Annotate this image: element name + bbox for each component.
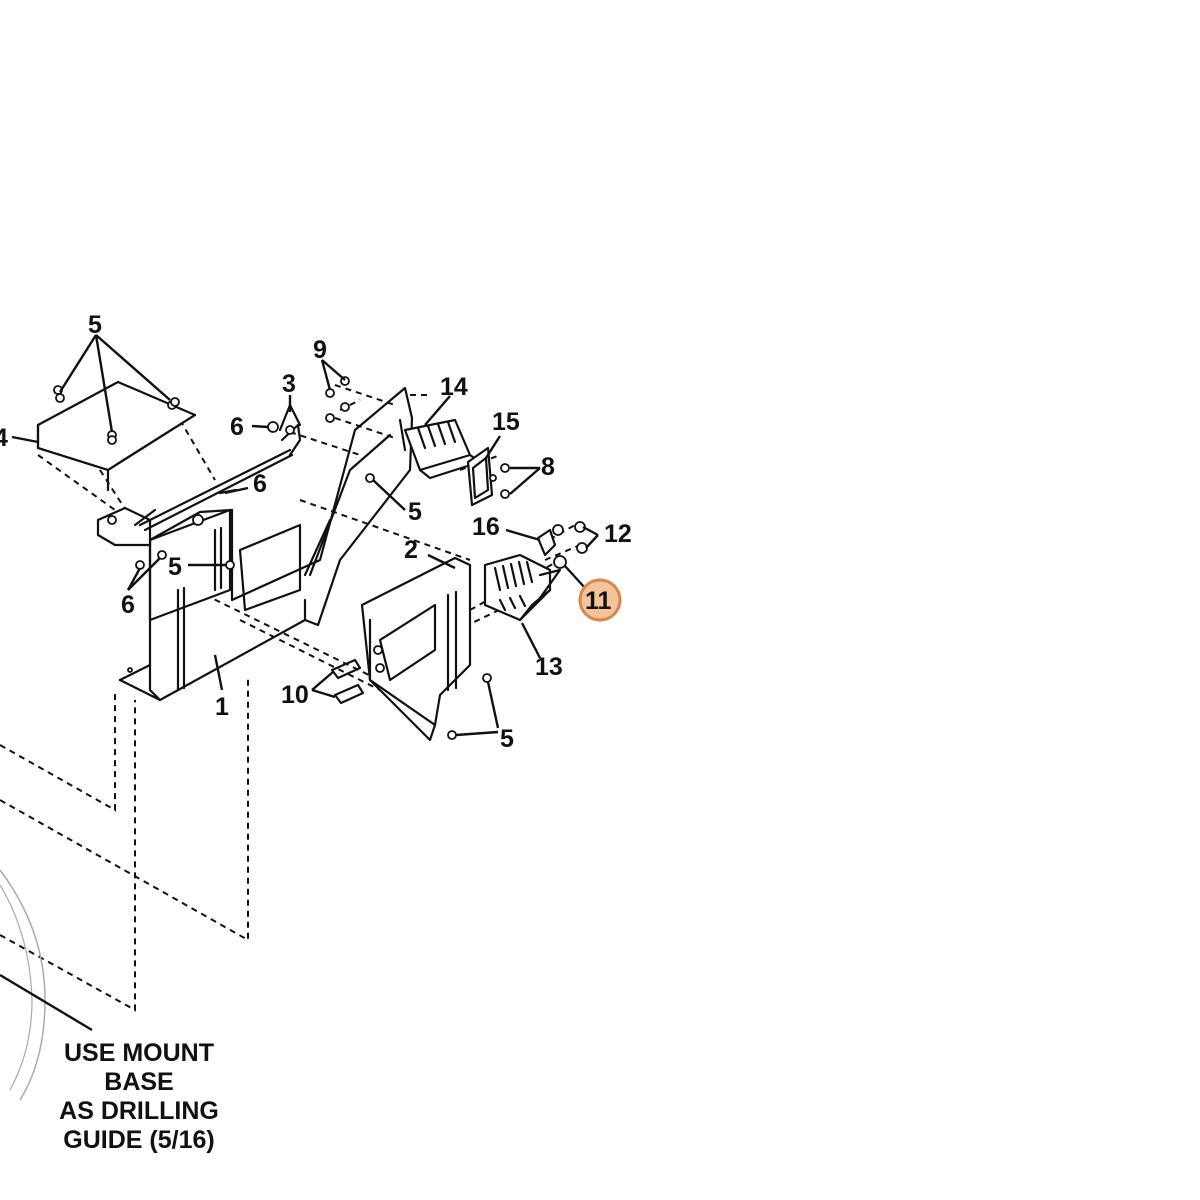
drilling-note: USE MOUNT BASE AS DRILLING GUIDE (5/16) bbox=[59, 1039, 219, 1154]
callout-6-bottom: 6 bbox=[121, 591, 135, 619]
callout-5-top: 5 bbox=[88, 311, 102, 339]
callout-10: 10 bbox=[281, 681, 309, 709]
callout-6-mid: 6 bbox=[253, 470, 267, 498]
note-line-3: AS DRILLING bbox=[59, 1097, 219, 1125]
cover-part-15 bbox=[466, 446, 494, 507]
callout-15: 15 bbox=[492, 408, 520, 436]
callout-8: 8 bbox=[541, 453, 555, 481]
callout-1: 1 bbox=[215, 693, 229, 721]
note-line-2: BASE bbox=[104, 1068, 173, 1096]
callout-14: 14 bbox=[440, 373, 468, 401]
callout-5-mid: 5 bbox=[408, 498, 422, 526]
highlight-callout-11 bbox=[578, 578, 622, 622]
callout-3: 3 bbox=[282, 370, 296, 398]
note-line-1: USE MOUNT bbox=[64, 1039, 214, 1067]
switch-part-14 bbox=[398, 418, 482, 480]
bracket-part-16 bbox=[536, 528, 557, 557]
bracket-part-4 bbox=[36, 380, 197, 492]
callout-11: 11 bbox=[585, 587, 612, 615]
callout-13: 13 bbox=[535, 653, 563, 681]
callout-12: 12 bbox=[604, 520, 632, 548]
block-part-13 bbox=[483, 553, 562, 622]
leader-lines bbox=[11, 334, 599, 737]
callout-2: 2 bbox=[404, 536, 418, 564]
callout-6-top: 6 bbox=[230, 413, 244, 441]
callout-4: 4 bbox=[0, 424, 8, 452]
callout-16: 16 bbox=[472, 513, 500, 541]
callout-5-left: 5 bbox=[168, 553, 182, 581]
plate-part-2 bbox=[360, 556, 472, 742]
callout-labels: 5 4 3 9 14 6 15 8 6 5 16 12 2 5 11 6 13 … bbox=[0, 311, 632, 753]
mount-base-outline bbox=[0, 869, 93, 1101]
callout-9: 9 bbox=[313, 336, 327, 364]
note-line-4: GUIDE (5/16) bbox=[63, 1126, 214, 1154]
callout-5-bottom: 5 bbox=[500, 725, 514, 753]
